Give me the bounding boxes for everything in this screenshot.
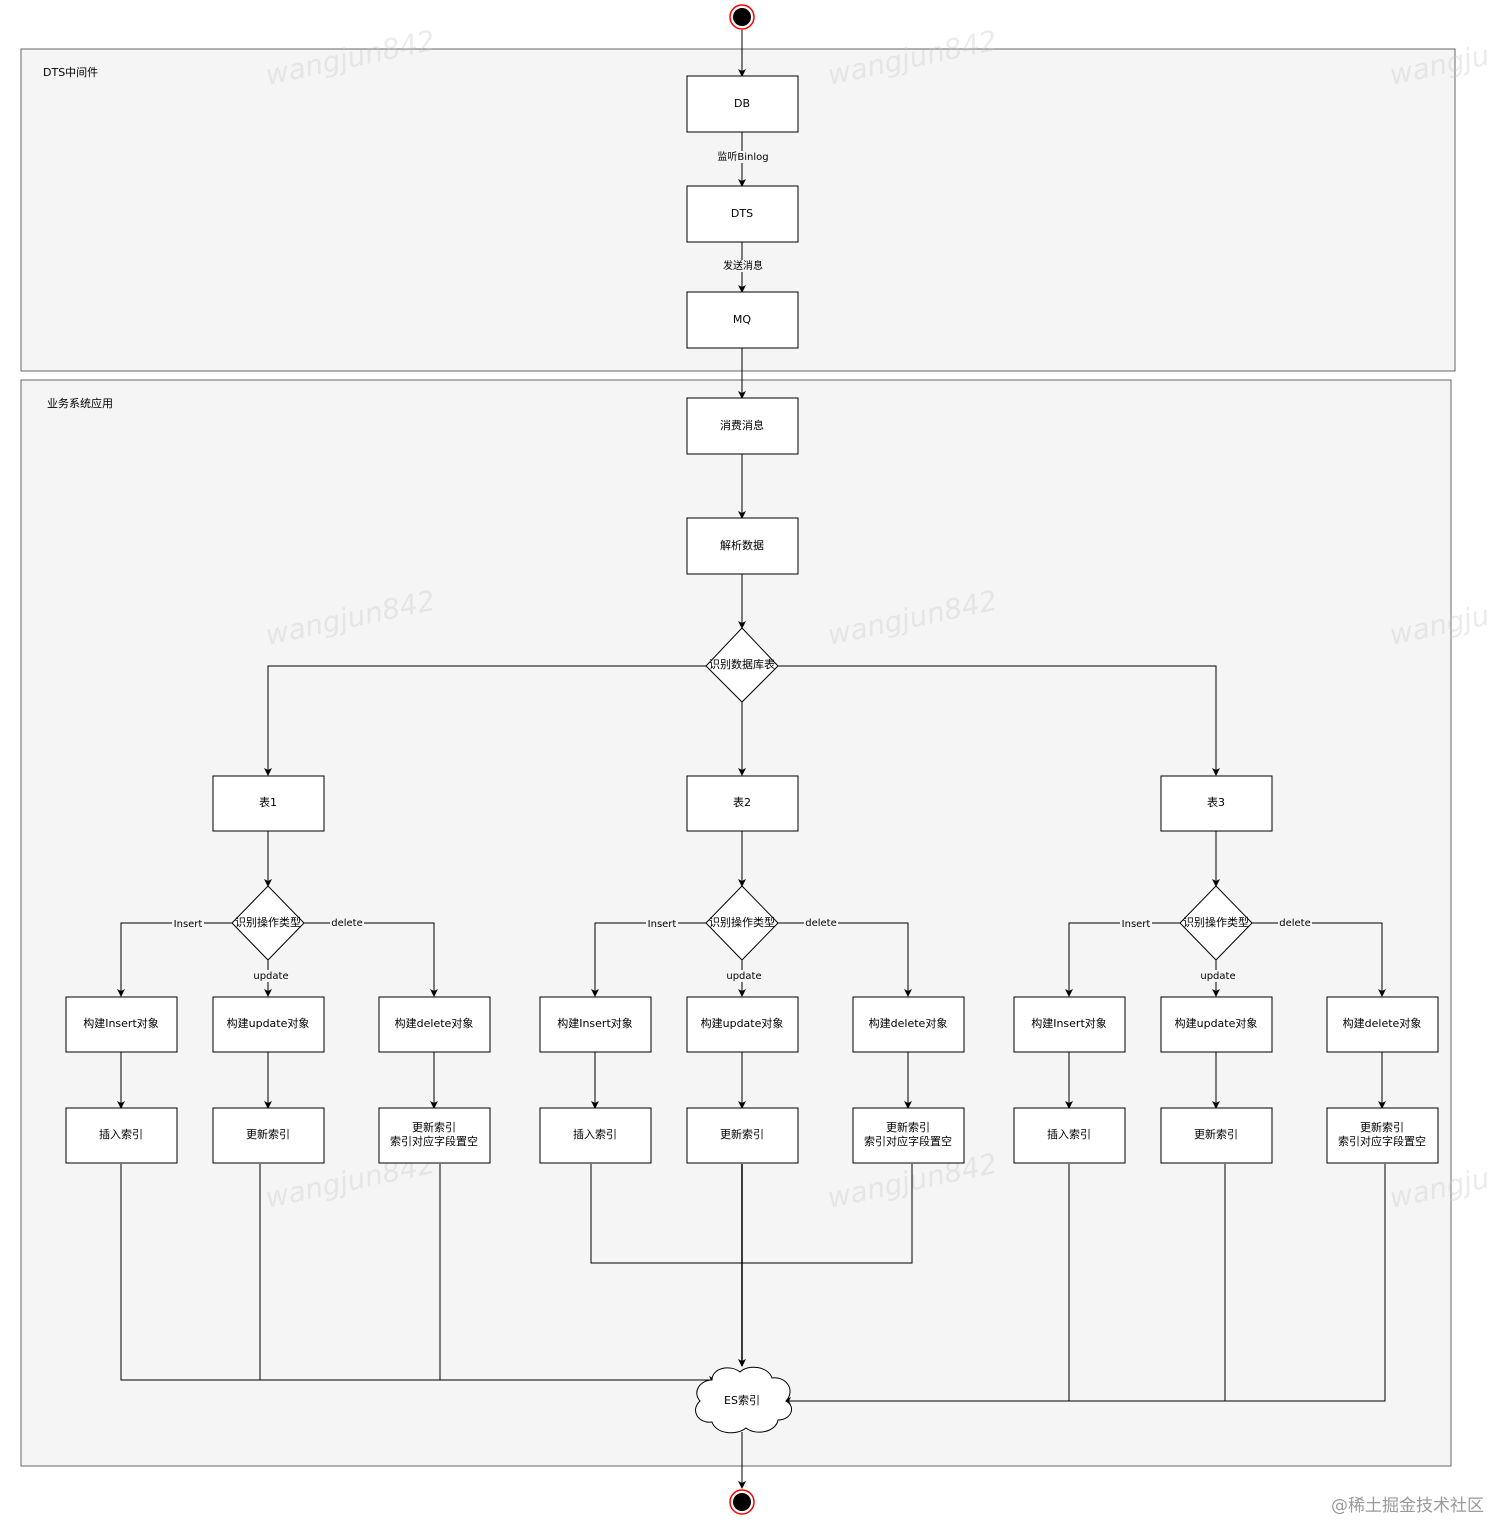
node-build-delete: 构建delete对象: [378, 996, 491, 1053]
edge-label-binlog: 监听Binlog: [717, 150, 768, 163]
edge-labels-main: 监听Binlog 发送消息: [716, 150, 770, 272]
node-db-label: DB: [734, 97, 750, 110]
node-clear-field-index-line1: 更新索引: [886, 1120, 930, 1134]
node-mq-label: MQ: [733, 313, 751, 326]
node-clear-field-index: 更新索引 索引对应字段置空: [852, 1107, 965, 1164]
node-build-update: 构建update对象: [1160, 996, 1273, 1053]
node-dts: DTS: [686, 185, 799, 243]
node-insert-index: 插入索引: [539, 1107, 652, 1164]
node-parse: 解析数据: [686, 517, 799, 575]
node-build-update-label: 构建update对象: [1175, 1016, 1258, 1030]
edge-labels-branches: Insert update delete Insert update delet…: [172, 917, 1312, 982]
decision-identify-op: 识别操作类型: [705, 885, 779, 961]
edge-label-insert: Insert: [174, 919, 203, 930]
node-table1: 表1: [212, 775, 325, 832]
node-clear-field-index-line2: 索引对应字段置空: [390, 1134, 478, 1148]
node-db: DB: [686, 75, 799, 133]
node-table3: 表3: [1160, 775, 1273, 832]
decision-identify-op-label: 识别操作类型: [235, 915, 301, 929]
node-update-index: 更新索引: [1160, 1107, 1273, 1164]
lane-dts-title: DTS中间件: [43, 66, 98, 79]
es-index-label: ES索引: [724, 1393, 760, 1407]
edge-label-update: update: [1200, 971, 1235, 982]
node-parse-label: 解析数据: [720, 538, 764, 552]
credit-text: @稀土掘金技术社区: [1331, 1496, 1484, 1516]
decision-identify-op-label: 识别操作类型: [709, 915, 775, 929]
node-build-delete-label: 构建delete对象: [395, 1016, 474, 1030]
watermark: wangjun842: [1387, 24, 1490, 92]
node-table1-label: 表1: [259, 795, 277, 809]
decision-identify-op: 识别操作类型: [1179, 885, 1253, 961]
edge-label-insert: Insert: [648, 919, 677, 930]
node-build-update-label: 构建update对象: [227, 1016, 310, 1030]
node-mq: MQ: [686, 291, 799, 349]
decision-identify-op-label: 识别操作类型: [1183, 915, 1249, 929]
node-insert-index-label: 插入索引: [99, 1127, 143, 1141]
node-build-insert-label: 构建Insert对象: [1031, 1016, 1107, 1030]
node-build-insert: 构建Insert对象: [65, 996, 178, 1053]
end-node: [729, 1489, 755, 1515]
node-dts-label: DTS: [731, 207, 753, 220]
node-consume: 消费消息: [686, 397, 799, 455]
node-build-insert-label: 构建Insert对象: [557, 1016, 633, 1030]
node-clear-field-index: 更新索引 索引对应字段置空: [1326, 1107, 1439, 1164]
lane-biz-title: 业务系统应用: [47, 396, 113, 410]
node-update-index: 更新索引: [686, 1107, 799, 1164]
node-update-index-label: 更新索引: [246, 1127, 290, 1141]
node-build-update: 构建update对象: [686, 996, 799, 1053]
node-build-insert-label: 构建Insert对象: [83, 1016, 159, 1030]
node-table2-label: 表2: [733, 795, 751, 809]
node-build-insert: 构建Insert对象: [1013, 996, 1126, 1053]
node-build-update: 构建update对象: [212, 996, 325, 1053]
node-insert-index: 插入索引: [1013, 1107, 1126, 1164]
edge-label-update: update: [253, 971, 288, 982]
node-build-delete-label: 构建delete对象: [869, 1016, 948, 1030]
edge-label-delete: delete: [805, 918, 837, 929]
node-build-delete-label: 构建delete对象: [1343, 1016, 1422, 1030]
edge-label-send-msg: 发送消息: [723, 259, 763, 272]
decision-identify-table-label: 识别数据库表: [709, 657, 775, 671]
edges-branches: [117, 831, 1386, 1405]
node-insert-index-label: 插入索引: [573, 1127, 617, 1141]
edge-label-update: update: [726, 971, 761, 982]
node-insert-index: 插入索引: [65, 1107, 178, 1164]
node-clear-field-index: 更新索引 索引对应字段置空: [378, 1107, 491, 1164]
node-build-insert: 构建Insert对象: [539, 996, 652, 1053]
edge-label-insert: Insert: [1122, 919, 1151, 930]
edges-main: [264, 30, 1220, 1489]
node-clear-field-index-line2: 索引对应字段置空: [864, 1134, 952, 1148]
node-build-delete: 构建delete对象: [1326, 996, 1439, 1053]
node-build-delete: 构建delete对象: [852, 996, 965, 1053]
decision-identify-table: 识别数据库表: [705, 627, 779, 703]
node-clear-field-index-line1: 更新索引: [1360, 1120, 1404, 1134]
node-clear-field-index-line1: 更新索引: [412, 1120, 456, 1134]
es-index-cloud: ES索引: [695, 1366, 793, 1434]
start-node: [729, 4, 755, 30]
edge-label-delete: delete: [331, 918, 363, 929]
node-consume-label: 消费消息: [720, 418, 764, 432]
node-update-index: 更新索引: [212, 1107, 325, 1164]
edge-label-delete: delete: [1279, 918, 1311, 929]
node-table2: 表2: [686, 775, 799, 832]
node-insert-index-label: 插入索引: [1047, 1127, 1091, 1141]
node-update-index-label: 更新索引: [720, 1127, 764, 1141]
node-update-index-label: 更新索引: [1194, 1127, 1238, 1141]
decision-identify-op: 识别操作类型: [231, 885, 305, 961]
node-build-update-label: 构建update对象: [701, 1016, 784, 1030]
node-clear-field-index-line2: 索引对应字段置空: [1338, 1134, 1426, 1148]
node-table3-label: 表3: [1207, 795, 1225, 809]
